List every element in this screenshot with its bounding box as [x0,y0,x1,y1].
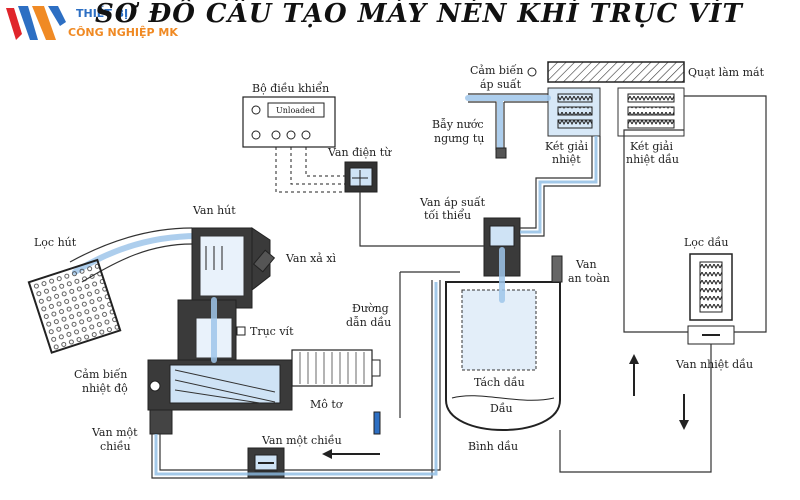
label-intake-filter: Lọc hút [34,236,77,249]
brand-logo: THIẾT BỊ CÔNG NGHIỆP MK [6,5,178,40]
label-pressure-sensor-1: Cảm biến [470,64,523,77]
label-oil-thermostat: Van nhiệt dầu [675,358,753,371]
oil-filter [689,253,733,321]
label-pressure-sensor-2: áp suất [480,78,522,91]
label-safety-valve-1: Van [575,258,597,271]
logo-mark-blue2 [48,6,66,26]
check-valve-left [149,409,173,435]
motor-coupling [373,411,381,435]
label-screw-shaft: Trục vít [250,325,294,338]
controller-power-icon[interactable] [251,105,261,115]
label-oil-filter: Lọc dầu [684,236,728,249]
solenoid-valve [344,161,378,193]
label-oil-tank: Bình dầu [468,440,518,453]
logo-mark-orange [32,6,56,40]
label-temp-sensor-1: Cảm biến [74,368,127,381]
control-wires [275,147,345,193]
oil-separator-tank [445,217,561,431]
oil-circuit-lines [151,95,767,479]
label-controller: Bộ điều khiển [252,81,329,95]
oil-cooler [617,87,685,137]
controller-button-2[interactable] [271,130,281,140]
water-trap [495,147,507,159]
label-check-valve-left-1: Van một [91,426,138,439]
screw-shaft-marker [236,326,246,336]
label-min-pressure-valve-2: tối thiểu [424,208,471,222]
label-water-trap-2: ngưng tụ [434,132,484,145]
label-air-cooler-1: Két giải [545,140,588,153]
label-oil-line-2: dẫn dầu [346,316,391,329]
controller: Bộ điều khiển Unloaded [242,81,336,148]
vent-valve [252,249,276,273]
air-to-cooler-line [520,136,598,234]
label-water-trap-1: Bẫy nước [432,118,484,131]
label-oil: Dầu [490,402,513,415]
controller-button-3[interactable] [286,130,296,140]
logo-mark-blue [18,6,38,40]
motor [291,349,381,387]
label-intake-valve: Van hút [192,204,236,217]
discharge-air-line [465,95,551,153]
label-check-valve-left-2: chiều [100,440,131,453]
intake-filter [27,258,122,354]
label-min-pressure-valve-1: Van áp suất [419,196,486,209]
label-cooling-fan: Quạt làm mát [688,66,765,79]
label-check-valve-bottom: Van một chiều [261,434,342,447]
label-oil-cooler-1: Két giải [630,140,673,153]
logo-mark-red [6,8,22,40]
brand-line1: THIẾT BỊ [76,5,128,20]
page-title: SƠ ĐỒ CẤU TẠO MÁY NÉN KHÍ TRỤC VÍT [95,0,743,29]
temp-sensor-icon [149,380,161,392]
label-vent-valve: Van xả xì [285,252,337,265]
controller-button-1[interactable] [251,130,261,140]
pressure-sensor-icon [527,67,537,77]
label-motor: Mô tơ [310,398,344,411]
oil-thermostat-valve [687,325,735,345]
label-temp-sensor-2: nhiệt độ [82,382,128,395]
air-cooler [547,87,601,137]
brand-line2: CÔNG NGHIỆP MK [68,26,178,39]
label-safety-valve-2: an toàn [568,272,610,285]
controller-display: Unloaded [276,106,315,115]
controller-button-4[interactable] [301,130,311,140]
label-air-cooler-2: nhiệt [552,153,581,166]
label-oil-separator: Tách dầu [474,376,525,389]
label-oil-line-1: Đường [352,302,389,315]
label-solenoid-valve: Van điện từ [327,146,392,159]
label-oil-cooler-2: nhiệt dầu [626,153,679,166]
cooling-fan [547,61,685,83]
safety-valve [551,255,563,283]
